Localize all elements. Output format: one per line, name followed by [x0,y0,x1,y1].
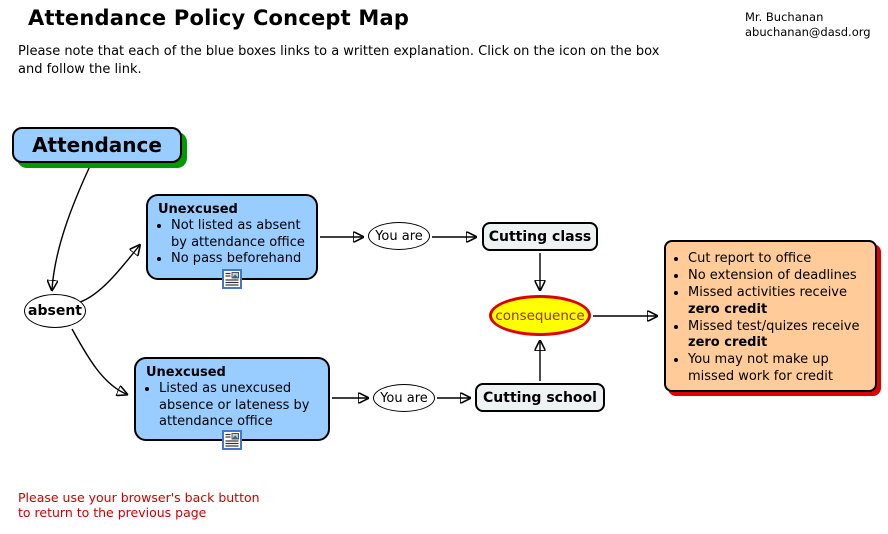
author-block: Mr. Buchanan abuchanan@dasd.org [745,10,871,40]
author-email: abuchanan@dasd.org [745,24,871,39]
back-button-note: Please use your browser's back button to… [18,490,260,521]
author-name: Mr. Buchanan [745,10,824,24]
arrow-attendance-to-absent [52,165,91,289]
unexcused-class-title: Unexcused [158,202,238,217]
bullet-item: Not listed as absent by attendance offic… [171,218,310,251]
cutting-class-node: Cutting class [482,222,598,251]
cutting-school-node: Cutting school [475,383,605,412]
consequence-bullet: You may not make up missed work for cred… [688,352,871,386]
consequence-bullet: Cut report to office [688,251,871,268]
bullet-item: Listed as unexcused absence or lateness … [159,381,322,431]
unexcused-school-bullets: Listed as unexcused absence or lateness … [144,381,322,431]
unexcused-class-bullets: Not listed as absent by attendance offic… [156,218,310,268]
unexcused-school-title: Unexcused [146,365,226,380]
document-link-icon-glyph [222,430,242,450]
absent-node: absent [24,294,86,328]
consequence-bullet-list: Cut report to office No extension of dea… [674,251,871,386]
document-link-icon-glyph [222,269,242,289]
arrow-absent-to-unexcused-school [71,328,126,394]
arrow-absent-to-unexcused-class [79,246,139,303]
attendance-node: Attendance [12,127,182,163]
you-are-node-school: You are [373,384,435,412]
document-link-icon[interactable] [222,430,242,450]
consequence-bullet: No extension of deadlines [688,268,871,285]
page-title: Attendance Policy Concept Map [28,6,410,30]
document-link-icon[interactable] [222,269,242,289]
consequences-outcome-node: Cut report to office No extension of dea… [664,240,877,392]
consequence-node: consequence [489,295,591,336]
unexcused-school-node: Unexcused Listed as unexcused absence or… [134,357,330,450]
unexcused-class-node: Unexcused Not listed as absent by attend… [146,194,318,289]
bullet-item: No pass beforehand [171,251,310,268]
intro-note: Please note that each of the blue boxes … [18,44,660,78]
you-are-node-class: You are [368,222,430,250]
